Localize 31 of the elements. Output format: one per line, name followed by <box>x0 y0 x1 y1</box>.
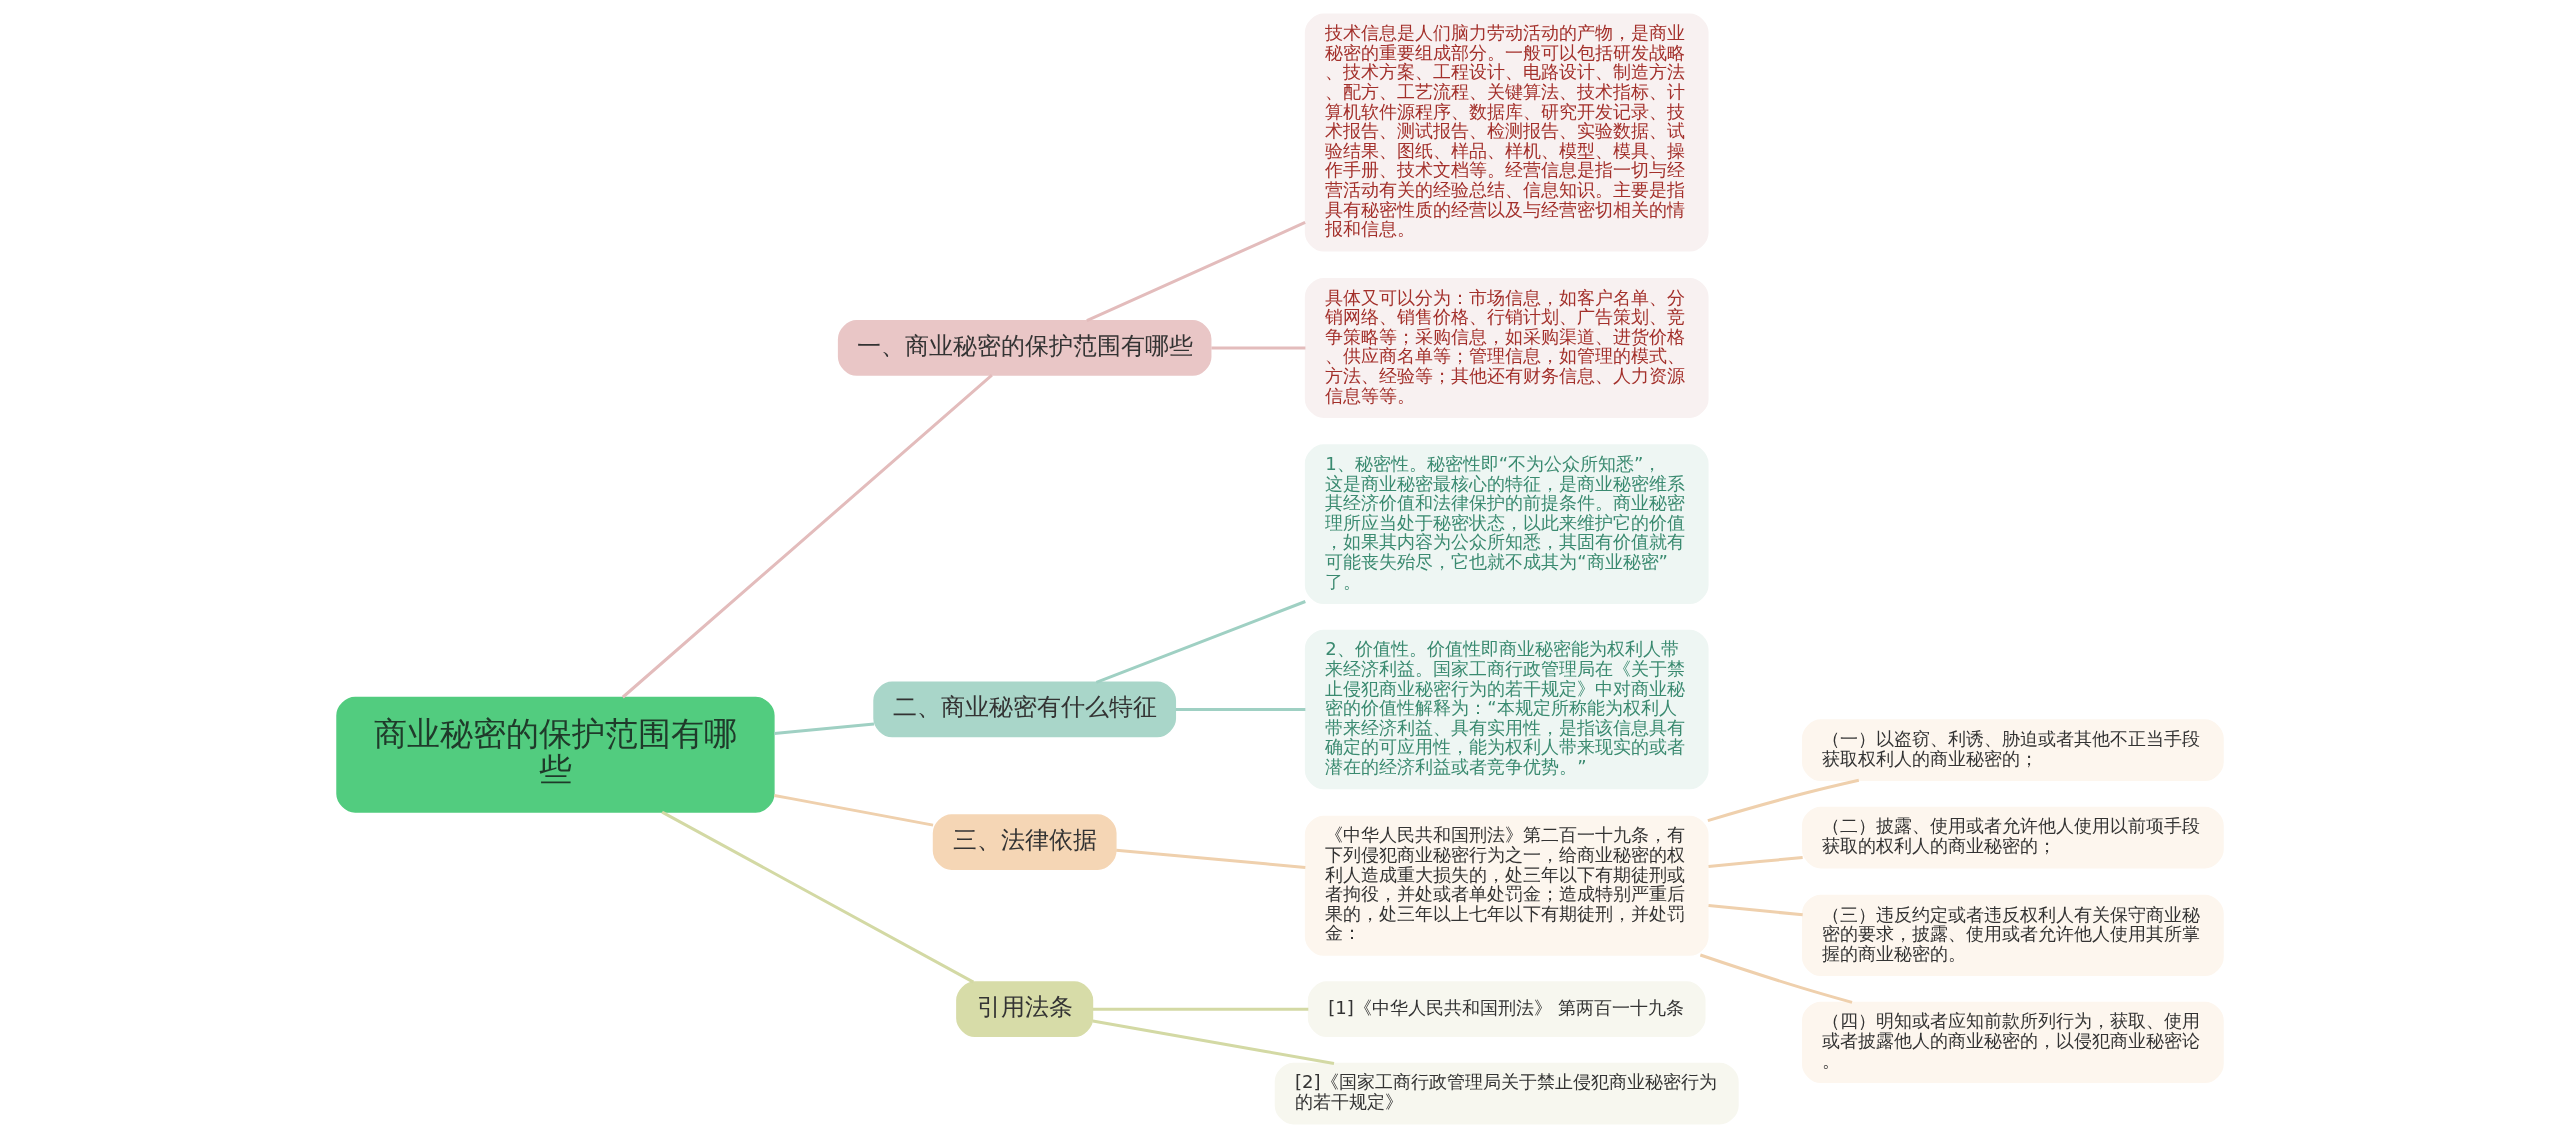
connector <box>1708 856 1803 868</box>
node-box: （四）明知或者应知前款所列行为，获取、使用或者披露他人的商业秘密的，以侵犯商业秘密论。 <box>1801 1001 2224 1084</box>
node-box: [1]《中华人民共和国刑法》 第两百一十九条 <box>1307 981 1706 1038</box>
node-box: 二、商业秘密有什么特征 <box>873 681 1177 738</box>
connector <box>1092 1007 1309 1011</box>
node-box: 商业秘密的保护范围有哪些 <box>336 696 775 813</box>
node-box: [2]《国家工商行政管理局关于禁止侵犯商业秘密行为的若干规定》 <box>1274 1062 1739 1125</box>
connector <box>1095 600 1306 684</box>
node-box: （二）披露、使用或者允许他人使用以前项手段获取的权利人的商业秘密的； <box>1801 806 2224 869</box>
connector <box>1175 707 1306 711</box>
connector <box>1116 848 1306 869</box>
node-box: 技术信息是人们脑力劳动活动的产物，是商业秘密的重要组成部分。一般可以包括研发战略、技术方案、工程设计、电路设计、制造方法、配方、工艺流程、关键算法、技术指标、计算机软件源程序、数据库、研究开发记录、技术报告、测试报告、检测报告、实验数据、试验结果、图纸、样品、样机、模型、模具、操作手册、技术文档等。经营信息是指一切与经营活动有关的经验总结、信息知识。主要是指具有秘密性质的经营以及与经营密切相关的情报和信息。 <box>1304 13 1709 252</box>
node-box: 具体又可以分为：市场信息，如客户名单、分销网络、销售价格、行销计划、广告策划、竞争策略等；采购信息，如采购渠道、进货价格、供应商名单等；管理信息，如管理的模式、方法、经验等；其他还有财务信息、人力资源信息等等。 <box>1304 277 1709 418</box>
connector <box>774 793 934 827</box>
node-box: （三）违反约定或者违反权利人有关保守商业秘密的要求，披露、使用或者允许他人使用其所掌握的商业秘密的。 <box>1801 894 2224 977</box>
connector <box>1699 953 1853 1004</box>
node-box: 1、秘密性。秘密性即“不为公众所知悉”，这是商业秘密最核心的特征，是商业秘密维系其经济价值和法律保护的前提条件。商业秘密理所应当处于秘密状态，以此来维护它的价值，如果其内容为公众所知悉，其固有价值就有可能丧失殆尽，它也就不成其为“商业秘密”了。 <box>1304 444 1709 605</box>
connector <box>1707 778 1860 823</box>
connector <box>1092 1019 1335 1065</box>
connector <box>621 374 993 699</box>
node-box: 一、商业秘密的保护范围有哪些 <box>837 320 1212 376</box>
connector <box>661 810 975 984</box>
node-box: （一）以盗窃、利诱、胁迫或者其他不正当手段获取权利人的商业秘密的； <box>1801 719 2224 782</box>
connector <box>774 722 875 736</box>
node-box: 2、价值性。价值性即商业秘密能为权利人带来经济利益。国家工商行政管理局在《关于禁止侵犯商业秘密行为的若干规定》中对商业秘密的价值性解释为：“本规定所称能为权利人带来经济利益、具有实用性，是指该信息具有确定的可应用性，能为权利人带来现实的或者潜在的经济利益或者竞争优势。” <box>1304 629 1709 790</box>
connector <box>1211 346 1306 350</box>
node-box: 《中华人民共和国刑法》第二百一十九条，有下列侵犯商业秘密行为之一，给商业秘密的权利人造成重大损失的，处三年以下有期徒刑或者拘役，并处或者单处罚金；造成特别严重后果的，处三年以上七年以下有期徒刑，并处罚金： <box>1304 815 1709 956</box>
connector <box>1708 904 1803 917</box>
node-box: 三、法律依据 <box>932 814 1117 870</box>
node-box: 引用法条 <box>956 981 1094 1038</box>
connector <box>1086 221 1306 323</box>
